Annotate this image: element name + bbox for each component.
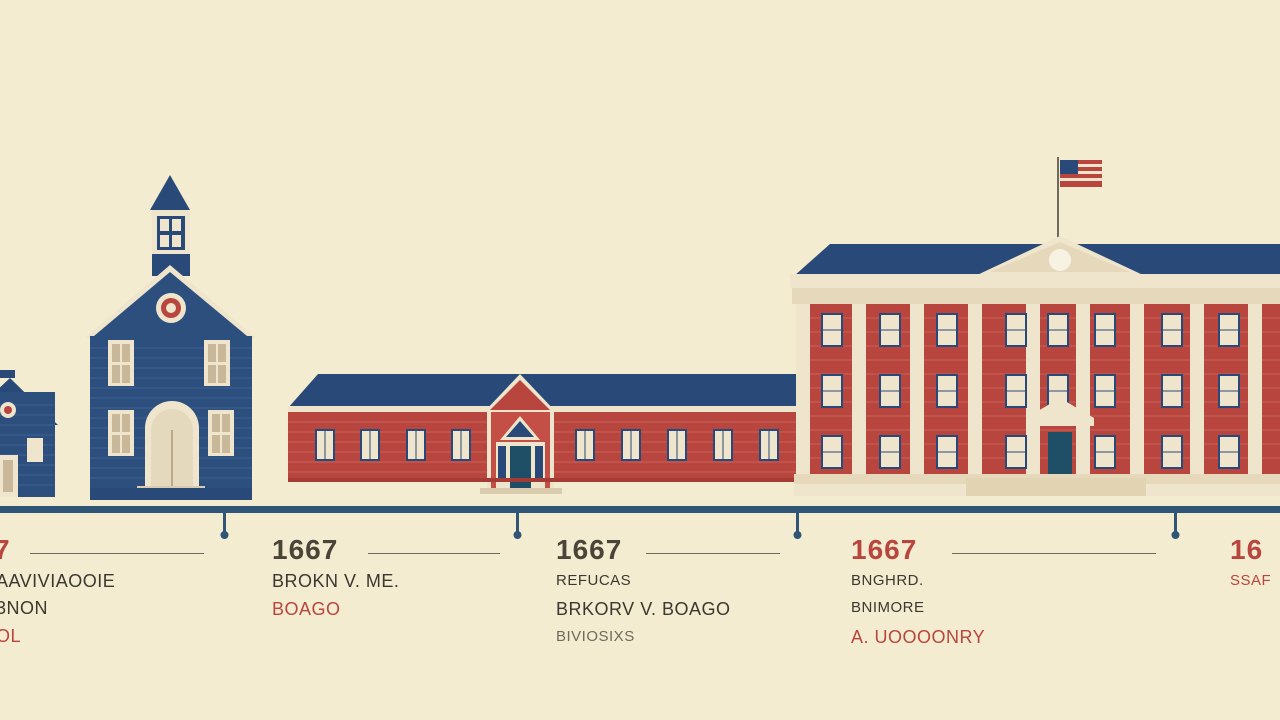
timeline-axis [0, 506, 1280, 539]
entry-4-line-1: SSAF [1230, 572, 1272, 589]
entry-0-line-1: AAVIVIAOOIE [0, 571, 116, 591]
entry-1-line-1: BROKN V. ME. [272, 571, 400, 591]
timeline-tick [513, 510, 522, 539]
brick-school-illustration [288, 374, 800, 494]
church-schoolhouse-illustration [85, 175, 256, 500]
entry-0-line-2: 3NON [0, 598, 49, 618]
entry-0-rule [30, 553, 204, 554]
entry-4-year: 16 [1230, 534, 1264, 565]
entry-2-rule [646, 553, 780, 554]
entry-1-line-2: BOAGO [272, 599, 341, 619]
entry-0-year-fragment: 7 [0, 534, 11, 565]
entry-1-rule [368, 553, 500, 554]
entry-2-line-3: BIVIOSIXS [556, 628, 635, 645]
entry-2-line-2: BRKORV V. BOAGO [556, 599, 731, 619]
timeline-tick [1171, 510, 1180, 539]
entry-2-year: 1667 [556, 534, 623, 565]
timeline-tick [220, 510, 229, 539]
entry-3-line-1: BNGHRD. [851, 572, 924, 589]
entry-3-line-3: A. UOOOONRY [851, 627, 986, 647]
entry-3-line-2: BNIMORE [851, 599, 925, 616]
entry-3-rule [952, 553, 1156, 554]
grand-hall-illustration [790, 157, 1280, 496]
timeline-tick [793, 510, 802, 539]
entry-0-line-3: OL [0, 626, 22, 646]
entry-3-year: 1667 [851, 534, 918, 565]
small-house-illustration [0, 370, 58, 497]
entry-2-line-1: REFUCAS [556, 572, 632, 589]
entry-1-year: 1667 [272, 534, 339, 565]
